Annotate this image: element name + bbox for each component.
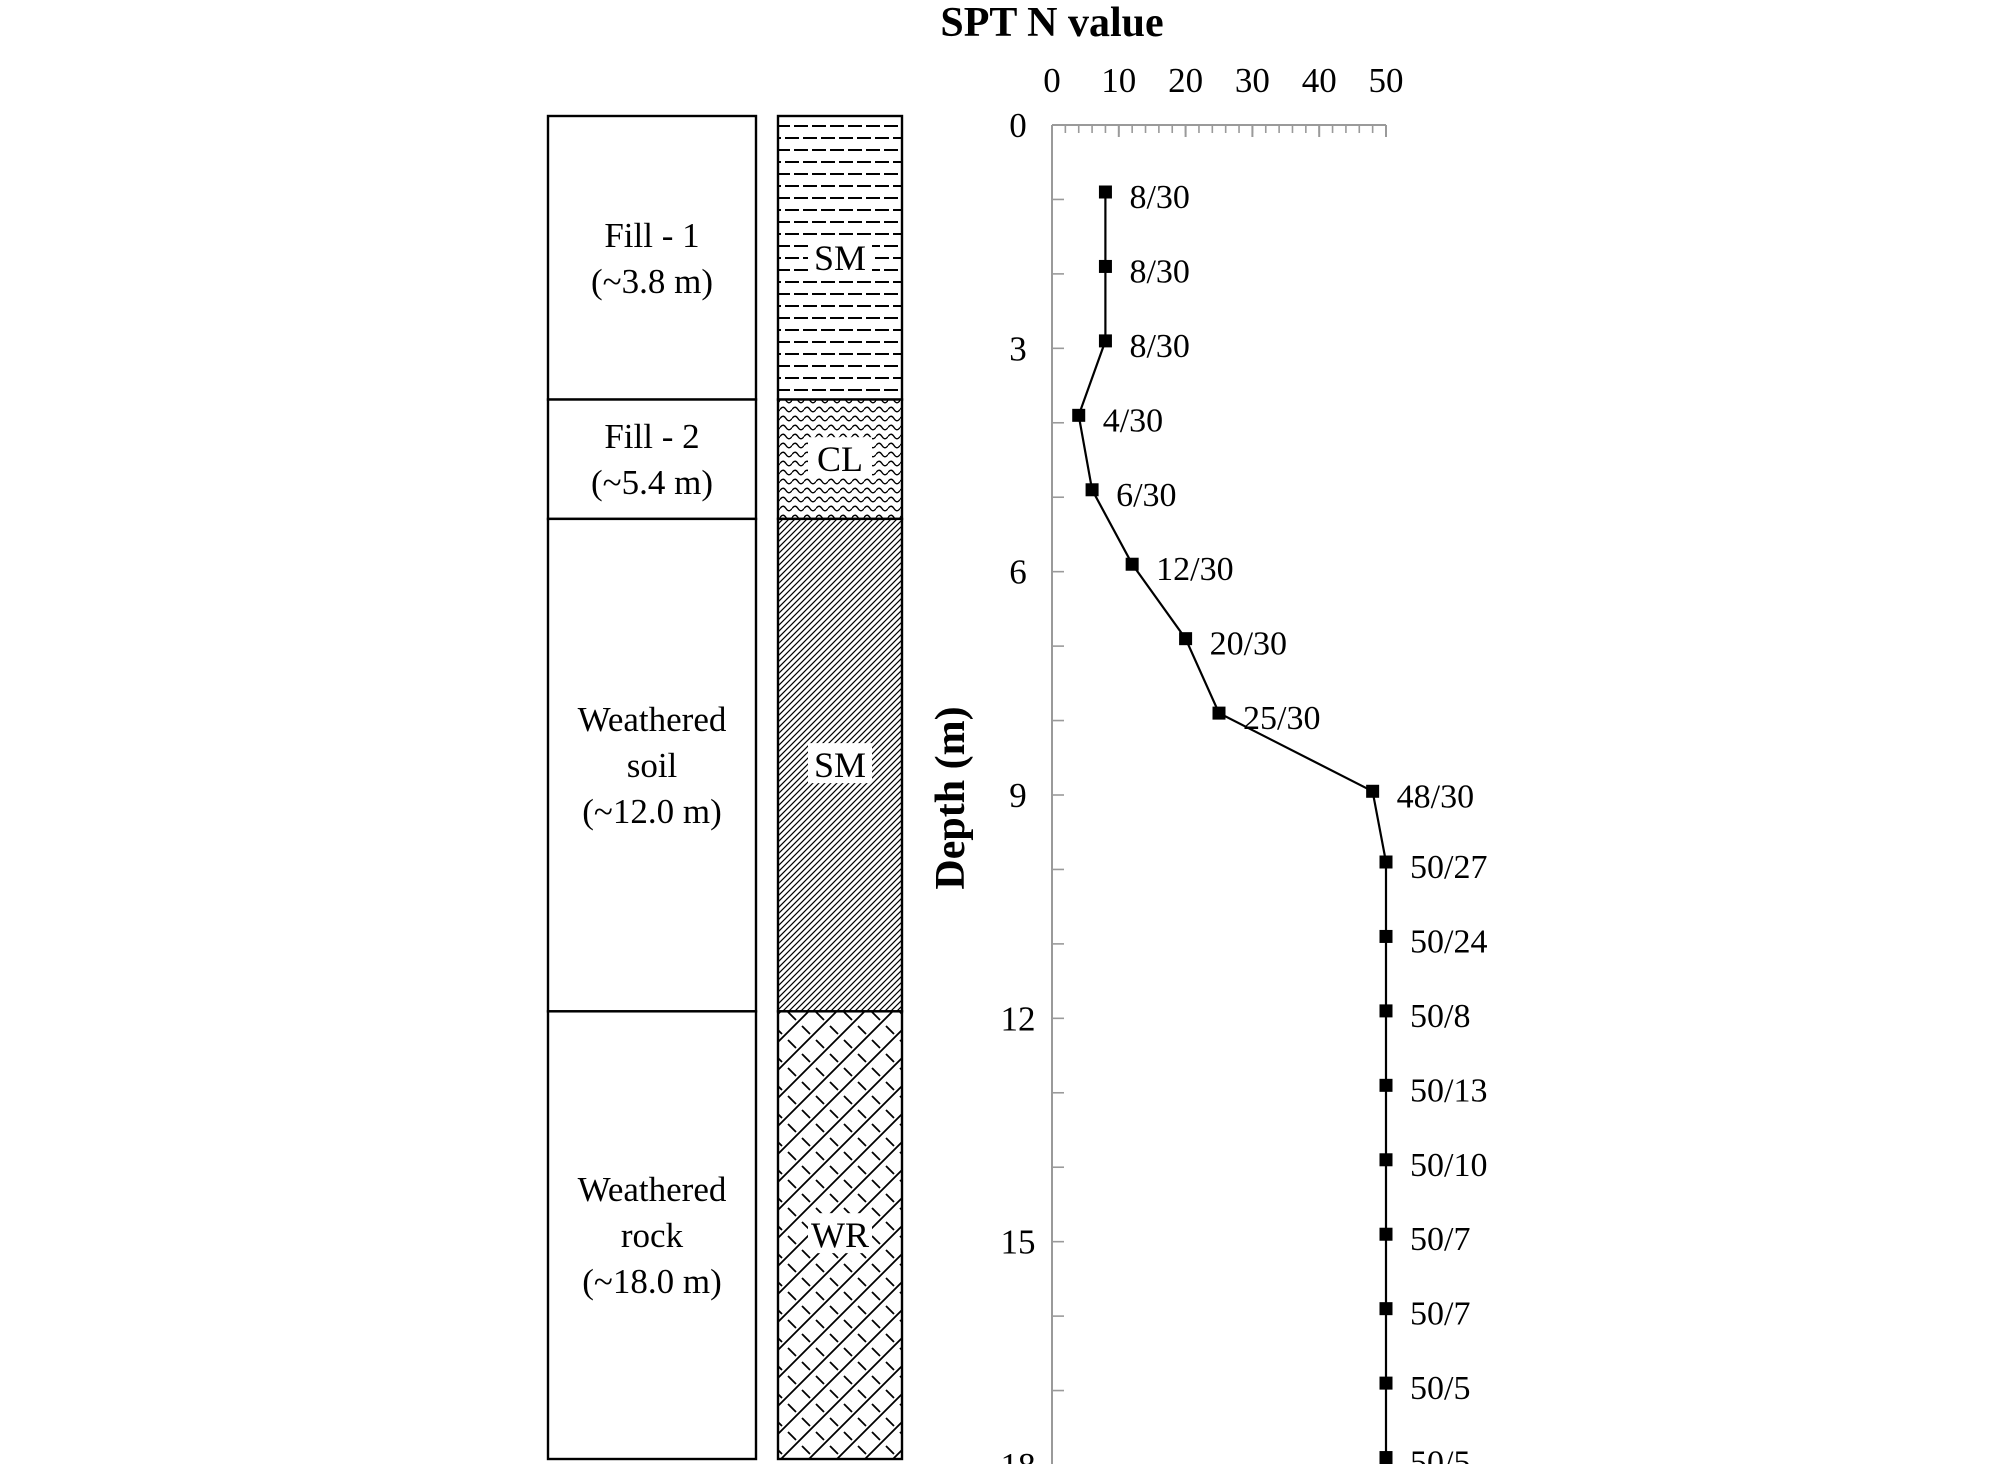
data-label-7: 20/30: [1210, 626, 1287, 663]
soil-code-backing: [808, 437, 872, 478]
x-axis-title: SPT N value: [940, 0, 1163, 46]
y-tick-label: 3: [1009, 329, 1027, 368]
data-point-11: [1379, 929, 1393, 943]
soil-code-4: WR: [811, 1215, 869, 1255]
data-point-14: [1379, 1153, 1393, 1167]
y-tick-label: 15: [1001, 1223, 1036, 1262]
y-tick-label: 9: [1009, 776, 1027, 815]
stratum-2-label-line: (~5.4 m): [591, 463, 713, 502]
stratum-box-1: [546, 114, 758, 401]
data-label-18: 50/5: [1410, 1445, 1470, 1464]
x-tick-label: 30: [1235, 61, 1270, 100]
data-label-13: 50/13: [1410, 1072, 1487, 1109]
stratum-box-2: [546, 398, 758, 521]
x-tick-label: 50: [1369, 61, 1404, 100]
data-point-9: [1366, 784, 1380, 798]
stratum-4-label-line: rock: [621, 1216, 684, 1255]
stratum-2-label-line: Fill - 2: [604, 417, 699, 456]
stratum-3-label-line: Weathered: [578, 700, 727, 739]
soil-code-backing: [808, 235, 872, 276]
data-point-4: [1072, 408, 1086, 422]
data-label-10: 50/27: [1410, 849, 1487, 886]
data-label-2: 8/30: [1129, 253, 1189, 290]
axes: 0 10 20 30 40 50 0 3 6 9 12 15 18: [1001, 61, 1404, 1464]
stratum-3-label-line: (~12.0 m): [582, 792, 721, 831]
data-point-17: [1379, 1376, 1393, 1390]
data-label-1: 8/30: [1129, 179, 1189, 216]
y-axis-title: Depth (m): [928, 706, 974, 889]
data-label-6: 12/30: [1156, 551, 1233, 588]
data-point-12: [1379, 1004, 1393, 1018]
soil-code-1: SM: [814, 238, 866, 278]
stratum-box-4: [546, 1010, 758, 1461]
data-label-9: 48/30: [1397, 778, 1474, 815]
data-point-16: [1379, 1302, 1393, 1316]
stratum-3-label-line: soil: [627, 746, 678, 785]
soil-code-backing: [808, 1213, 872, 1254]
strata-log: Fill - 1 (~3.8 m) SM Fill - 2 (~5.4 m) CL Weat…: [546, 114, 904, 1461]
stratum-4-label-line: (~18.0 m): [582, 1262, 721, 1301]
data-point-10: [1379, 855, 1393, 869]
spt-series: 8/30 8/30 8/30 4/30 6/30 12/30 20/30 25/30 48/30…: [1072, 179, 1487, 1464]
x-tick-label: 10: [1101, 61, 1136, 100]
y-tick-label: 6: [1009, 553, 1027, 592]
stratum-1-label-line: (~3.8 m): [591, 262, 713, 301]
data-point-6: [1125, 557, 1139, 571]
data-point-2: [1098, 259, 1112, 273]
y-tick-label: 18: [1001, 1446, 1036, 1464]
data-label-4: 4/30: [1103, 402, 1163, 439]
x-tick-label: 20: [1168, 61, 1203, 100]
data-label-5: 6/30: [1116, 477, 1176, 514]
data-label-3: 8/30: [1129, 328, 1189, 365]
data-point-5: [1085, 483, 1099, 497]
y-tick-label: 0: [1009, 106, 1027, 145]
soil-code-3: SM: [814, 745, 866, 785]
data-point-15: [1379, 1227, 1393, 1241]
x-tick-label: 40: [1302, 61, 1337, 100]
data-label-12: 50/8: [1410, 998, 1470, 1035]
data-label-8: 25/30: [1243, 700, 1320, 737]
y-tick-label: 12: [1001, 999, 1036, 1038]
stratum-4-label-line: Weathered: [578, 1170, 727, 1209]
spt-line: [1077, 192, 1388, 1458]
data-point-1: [1098, 185, 1112, 199]
data-label-16: 50/7: [1410, 1296, 1470, 1333]
data-point-3: [1098, 334, 1112, 348]
data-label-15: 50/7: [1410, 1221, 1470, 1258]
data-point-18: [1379, 1451, 1393, 1464]
soil-code-2: CL: [817, 439, 863, 479]
data-point-8: [1212, 706, 1226, 720]
stratum-box-3: [546, 517, 758, 1013]
soil-code-backing: [808, 743, 872, 784]
data-label-11: 50/24: [1410, 923, 1487, 960]
data-label-14: 50/10: [1410, 1147, 1487, 1184]
x-tick-label: 0: [1043, 61, 1061, 100]
data-label-17: 50/5: [1410, 1370, 1470, 1407]
stratum-1-label-line: Fill - 1: [604, 216, 699, 255]
data-point-7: [1179, 632, 1193, 646]
data-point-13: [1379, 1078, 1393, 1092]
